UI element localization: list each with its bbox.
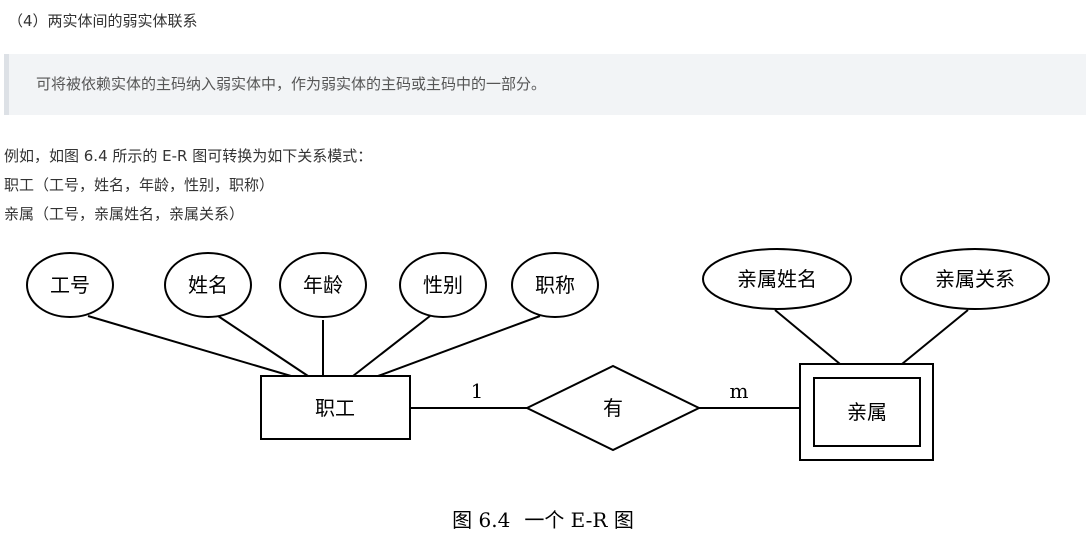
attr-label-age: 年龄 bbox=[303, 273, 343, 297]
figure-number: 图 6.4 bbox=[452, 508, 511, 532]
entity-relative-label: 亲属 bbox=[847, 400, 887, 424]
relationship-label: 有 bbox=[603, 396, 623, 420]
connector-attr-relative-name bbox=[774, 309, 841, 365]
note-text: 可将被依赖实体的主码纳入弱实体中，作为弱实体的主码或主码中的一部分。 bbox=[36, 75, 547, 93]
connector-attr-gender bbox=[352, 315, 431, 377]
connector-attr-id bbox=[87, 315, 292, 377]
attr-ellipse-gender bbox=[399, 252, 487, 318]
attr-ellipse-title bbox=[511, 252, 599, 318]
attr-ellipse-age bbox=[279, 252, 367, 318]
relation-schema-relative: 亲属（工号，亲属姓名，亲属关系） bbox=[4, 205, 245, 223]
attr-label-title: 职称 bbox=[535, 273, 575, 297]
entity-employee-box bbox=[260, 375, 411, 440]
entity-employee-label: 职工 bbox=[315, 396, 355, 420]
connector-attr-name bbox=[217, 315, 309, 377]
attr-label-relative-name: 亲属姓名 bbox=[737, 267, 817, 291]
section-heading: （4）两实体间的弱实体联系 bbox=[8, 12, 198, 30]
figure-title: 一个 E-R 图 bbox=[524, 508, 634, 532]
cardinality-left: 1 bbox=[471, 379, 484, 403]
intro-paragraph: 例如，如图 6.4 所示的 E-R 图可转换为如下关系模式： bbox=[4, 147, 373, 165]
attr-ellipse-relationship bbox=[900, 248, 1050, 310]
attr-ellipse-id bbox=[26, 252, 114, 318]
connector-attr-relationship bbox=[901, 309, 969, 365]
er-diagram: 工号 姓名 年龄 性别 职称 亲属姓名 亲属关系 职工 有 亲属 1 m bbox=[26, 248, 1050, 461]
attr-label-gender: 性别 bbox=[423, 273, 463, 297]
note-blockquote: 可将被依赖实体的主码纳入弱实体中，作为弱实体的主码或主码中的一部分。 bbox=[4, 54, 1086, 115]
attr-ellipse-relative-name bbox=[702, 248, 852, 310]
relationship-diamond bbox=[524, 364, 702, 452]
relation-schema-employee: 职工（工号，姓名，年龄，性别，职称） bbox=[4, 176, 275, 194]
cardinality-right: m bbox=[730, 379, 749, 403]
figure-caption: 图 6.4 一个 E-R 图 bbox=[0, 504, 1086, 533]
attr-label-name: 姓名 bbox=[188, 273, 228, 297]
weak-entity-inner-box bbox=[813, 377, 921, 447]
connector-attr-title bbox=[377, 315, 541, 377]
attr-ellipse-name bbox=[164, 252, 252, 318]
attr-label-id: 工号 bbox=[50, 273, 90, 297]
attr-label-relationship: 亲属关系 bbox=[935, 267, 1015, 291]
